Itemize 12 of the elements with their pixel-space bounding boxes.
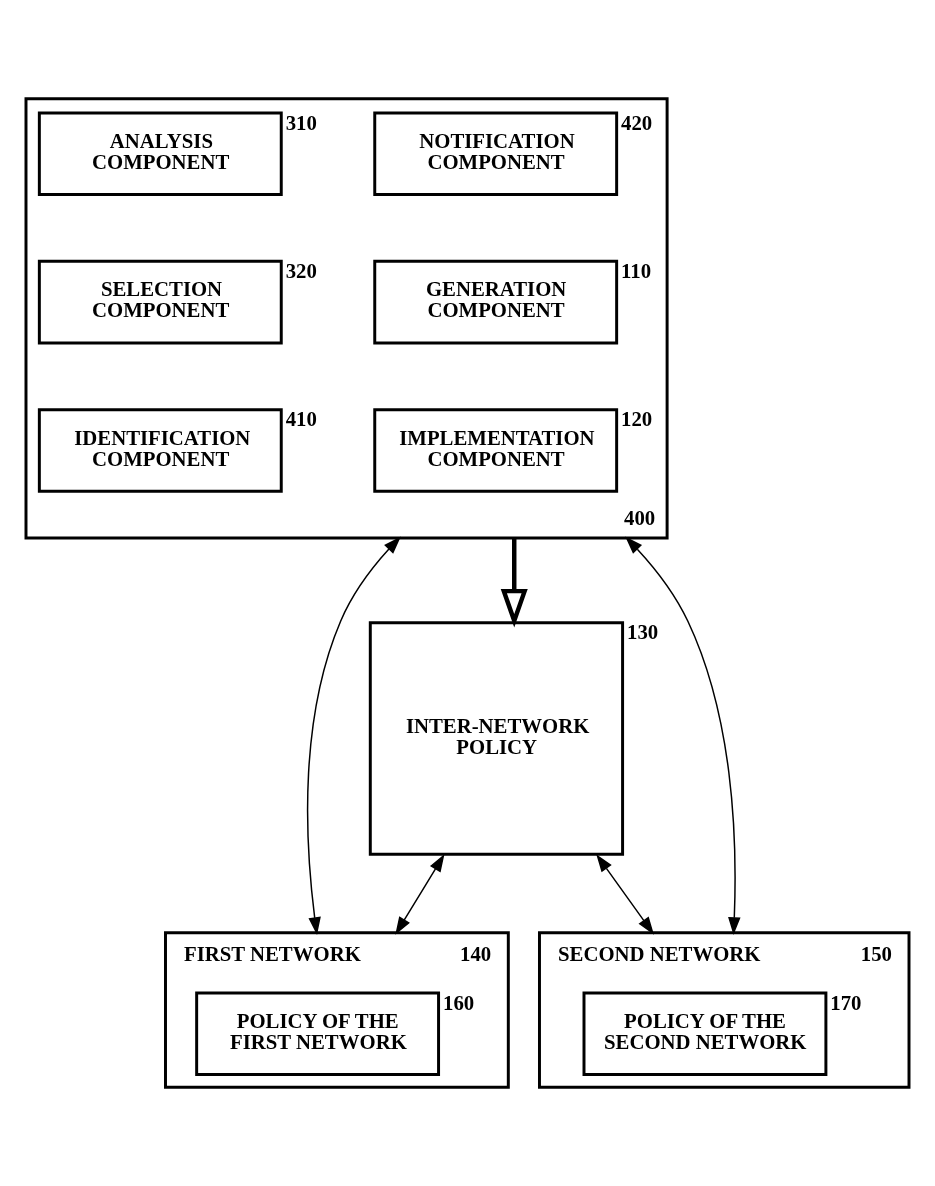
node-label: 140 [460, 941, 492, 965]
node-label: 410 [285, 407, 317, 431]
node-label: 110 [621, 258, 652, 282]
node-label: 310 [285, 110, 317, 134]
node-label: 400 [624, 506, 656, 530]
node-label: 120 [621, 407, 653, 431]
node-label: 170 [830, 990, 862, 1014]
node-label: 320 [285, 258, 317, 282]
node-label: 420 [621, 110, 653, 134]
node-label: 150 [860, 941, 892, 965]
node-label: 160 [443, 990, 475, 1014]
node-label: 130 [627, 620, 659, 644]
